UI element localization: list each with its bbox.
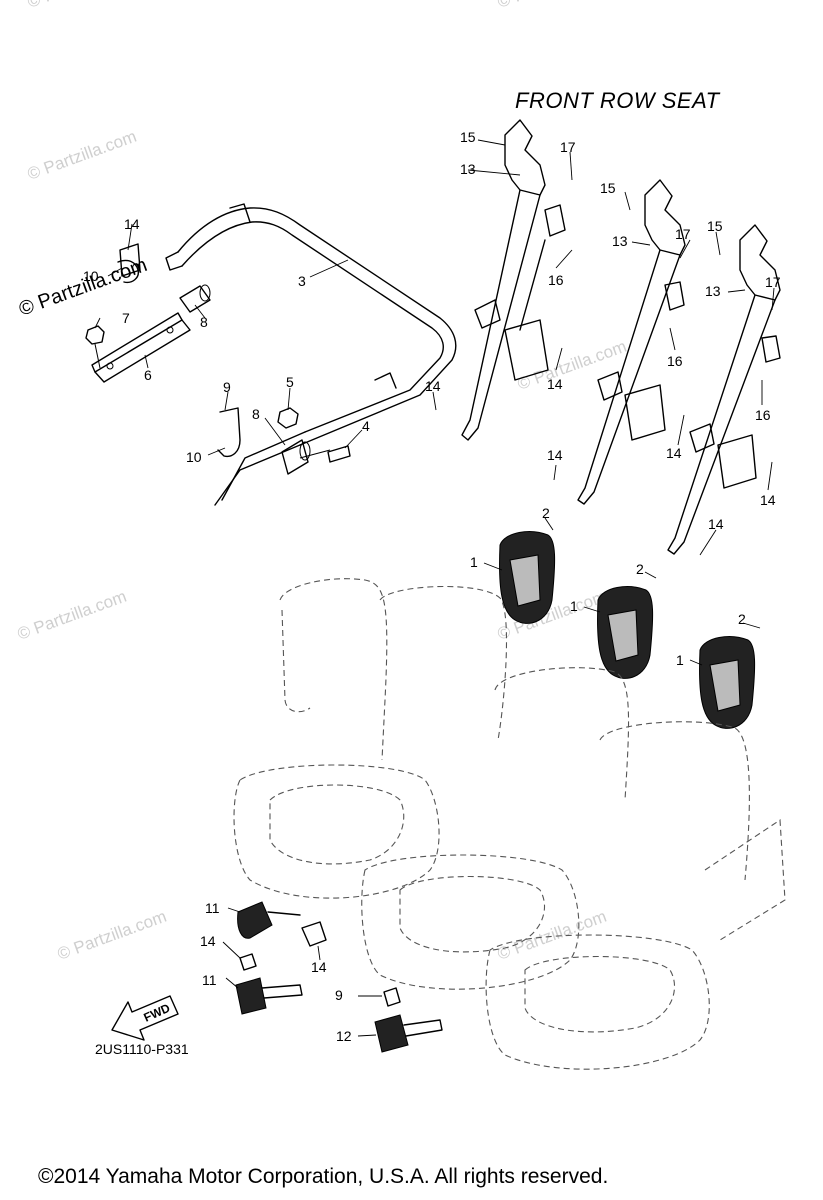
bolt-item-7 [85,325,105,369]
callout-label: 2 [542,505,550,521]
bushing-upper [179,284,211,313]
watermark-text: © Partzilla.com [55,907,169,964]
callout-label: 7 [122,310,130,326]
callout-label: 15 [600,180,616,196]
callout-label: 14 [666,445,682,461]
callout-label: 16 [667,353,683,369]
callout-label: 13 [612,233,628,249]
headrest [597,586,654,679]
watermark-text: © Partzilla.com [15,587,129,644]
fwd-arrow-icon: FWD [111,995,179,1041]
callout-label: 14 [760,492,776,508]
callout-label: 10 [83,268,99,284]
callout-label: 14 [547,376,563,392]
fwd-label: FWD [142,1001,173,1025]
copyright-notice: ©2014 Yamaha Motor Corporation, U.S.A. A… [38,1165,609,1188]
seat-frame-bar [165,203,457,506]
seat-belt-assembly [667,224,781,555]
callout-label: 8 [200,314,208,330]
callout-label: 2 [738,611,746,627]
callout-label: 14 [124,216,140,232]
seat-belt-assembly [577,179,686,505]
callout-label: 4 [362,418,370,434]
callout-label: 11 [205,900,220,916]
callout-label: 9 [223,379,231,395]
watermark-text: © Partzilla.com [25,0,139,12]
callout-label: 12 [336,1028,352,1044]
callout-label: 14 [425,378,441,394]
watermark-layer: © Partzilla.com © Partzilla.com © Partzill… [15,0,629,964]
callout-label: 3 [298,273,306,289]
callout-label: 14 [311,959,327,975]
callout-label: 5 [286,374,294,390]
callout-label: 8 [252,406,260,422]
callout-label: 11 [202,972,217,988]
callout-label: 14 [547,447,563,463]
left-bracket [91,243,191,383]
callout-label: 14 [708,516,724,532]
diagram-code: 2US1110-P331 [95,1041,189,1057]
headrest [699,636,756,729]
leader-lines [94,139,775,1037]
buckle-item-11-lower [235,953,303,1015]
callout-label: 13 [705,283,721,299]
callout-label: 17 [560,139,576,155]
watermark-text: © Partzilla.com [25,127,139,184]
buckle-item-12 [374,987,443,1053]
nut-item-5 [277,407,299,429]
page-title: FRONT ROW SEAT [515,88,720,113]
callout-labels: 14 10 7 8 6 3 9 5 8 4 10 15 13 17 16 14 … [83,129,781,1044]
callout-label: 1 [676,652,684,668]
watermark-text: © Partzilla.com [495,0,609,12]
callout-label: 9 [335,987,343,1003]
seat-outline-right [485,721,786,1070]
callout-label: 1 [570,598,578,614]
callout-label: 16 [548,272,564,288]
callout-label: 6 [144,367,152,383]
watermark-text: © Partzilla.com [495,907,609,964]
callout-label: 10 [186,449,202,465]
headrest [499,531,556,624]
callout-label: 17 [765,274,781,290]
callout-label: 13 [460,161,476,177]
callout-label: 15 [460,129,476,145]
clip-upper [117,259,139,284]
callout-label: 16 [755,407,771,423]
callout-label: 14 [200,933,216,949]
seat-outline-center [361,667,630,990]
watermark-text: © Partzilla.com [515,337,629,394]
seat-belt-assembly [461,119,566,441]
callout-label: 2 [636,561,644,577]
callout-label: 1 [470,554,478,570]
clip-lower [217,407,241,458]
callout-label: 17 [675,226,691,242]
callout-label: 15 [707,218,723,234]
bushing-lower [281,439,311,475]
buckle-item-11-upper [237,901,327,947]
seat-outline-left [233,578,508,899]
bolt-item-4 [299,445,351,463]
